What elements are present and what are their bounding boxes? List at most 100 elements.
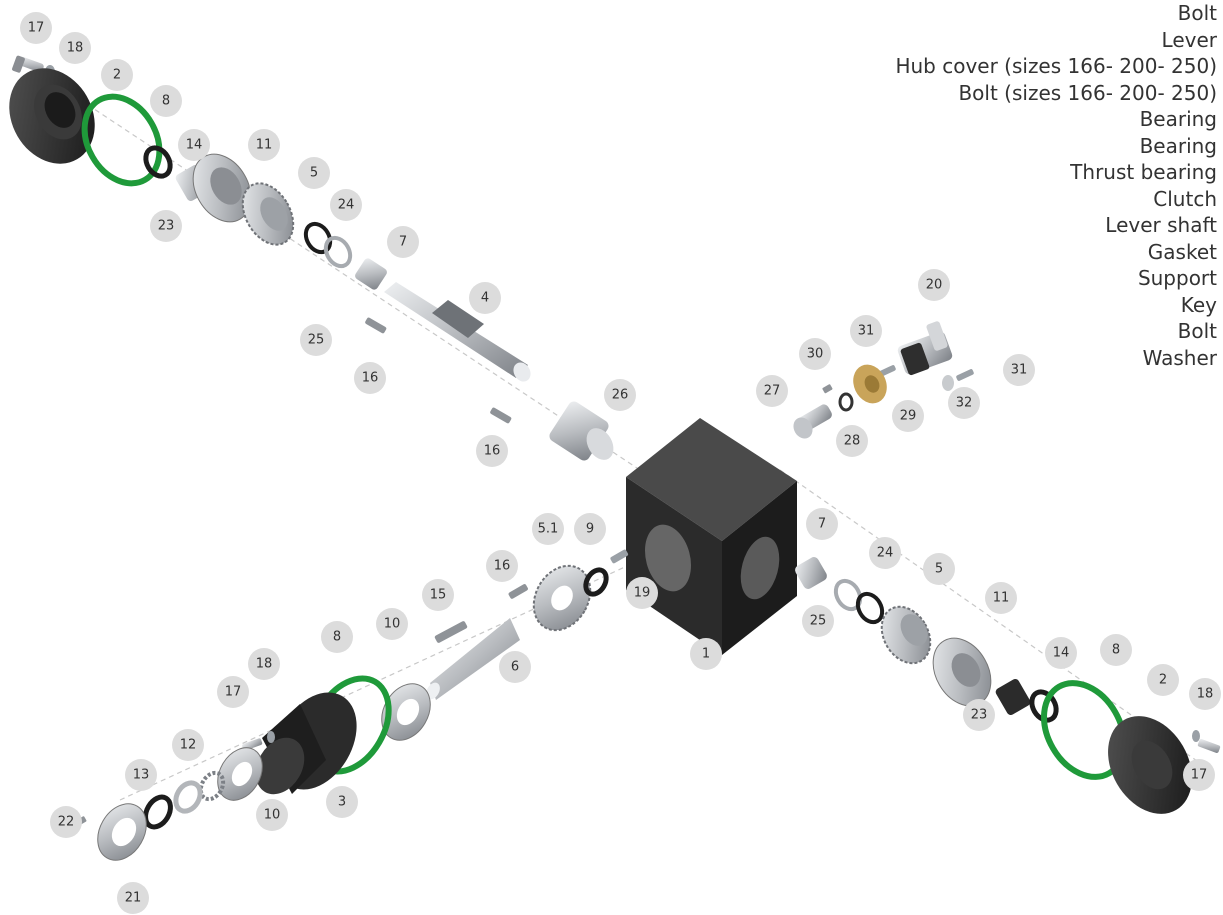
svg-text:20: 20 [926,278,943,293]
svg-text:18: 18 [67,41,84,56]
callout: 31 [850,315,882,347]
callout: 18 [248,648,280,680]
legend-item: Support [1137,266,1217,290]
svg-text:25: 25 [308,333,325,348]
lever-shaft-27 [793,404,832,439]
legend-item: Bolt [1177,319,1217,343]
svg-text:7: 7 [399,235,407,250]
ring-nut-12 [173,780,203,814]
gasket-8-upper [81,93,163,187]
callout: 8 [1100,634,1132,666]
housing-1 [626,418,797,655]
svg-text:22: 22 [58,815,75,830]
key-15 [434,621,468,643]
svg-text:31: 31 [1011,363,1028,378]
legend-item: Bolt (sizes 166- 200- 250) [958,80,1217,105]
callout: 6 [499,651,531,683]
callout: 17 [20,12,52,44]
legend-item: Hub cover (sizes 166- 200- 250) [895,54,1217,78]
svg-text:27: 27 [764,384,781,399]
clutch-26 [549,401,614,461]
legend-item: Bolt [1177,1,1217,25]
svg-text:13: 13 [133,768,150,783]
callout: 18 [1189,678,1221,710]
callout: 21 [117,882,149,914]
svg-text:29: 29 [900,409,917,424]
bevel-gear-5-upper [241,182,295,246]
callout: 5 [923,553,955,585]
callout: 17 [1183,759,1215,791]
callout: 23 [963,699,995,731]
key-16-upper-a [365,317,387,334]
bearing-10-lower [217,747,263,801]
callout: 25 [300,324,332,356]
svg-text:25: 25 [810,614,827,629]
parts-legend: Bolt Lever Hub cover (sizes 166- 200- 25… [895,0,1217,371]
callout: 2 [101,59,133,91]
svg-text:4: 4 [481,291,489,306]
svg-text:1: 1 [702,647,710,662]
svg-text:7: 7 [818,517,826,532]
callout: 10 [376,608,408,640]
callout: 18 [59,32,91,64]
shaft-4 [384,282,531,382]
washer-18-lower-left [267,731,275,743]
bushing-7-lower [795,557,827,589]
callout: 25 [802,605,834,637]
svg-text:6: 6 [511,660,519,675]
callout: 7 [387,226,419,258]
svg-text:32: 32 [956,396,973,411]
svg-text:19: 19 [634,586,651,601]
callout: 11 [985,582,1017,614]
svg-text:3: 3 [338,795,346,810]
svg-text:10: 10 [264,808,281,823]
svg-text:24: 24 [877,546,894,561]
legend-item: Thrust bearing [1070,160,1217,184]
legend-item: Clutch [1153,186,1217,211]
bevel-gear-5-lower [880,605,932,665]
callout: 28 [836,425,868,457]
svg-text:10: 10 [384,617,401,632]
svg-text:23: 23 [158,219,175,234]
svg-text:17: 17 [1191,768,1208,783]
callout: 26 [604,379,636,411]
seal-14-lower [1029,689,1059,723]
callout: 16 [486,550,518,582]
legend-item: Gasket [1147,239,1217,264]
legend-item: Lever [1161,27,1217,52]
callout: 8 [321,621,353,653]
callout: 20 [918,269,950,301]
support-29 [853,364,887,404]
seal-13 [143,794,173,830]
callout: 24 [330,189,362,221]
svg-text:5: 5 [935,562,943,577]
svg-text:30: 30 [807,347,824,362]
callout: 10 [256,799,288,831]
svg-text:8: 8 [333,630,341,645]
svg-text:16: 16 [362,371,379,386]
callouts: 17 18 2 8 14 11 23 5 24 7 25 4 16 16 26 … [20,12,1221,914]
svg-text:21: 21 [125,891,142,906]
callout: 14 [178,129,210,161]
callout: 15 [422,579,454,611]
key-16-upper-b [490,407,512,424]
callout: 32 [948,387,980,419]
svg-text:2: 2 [1159,673,1167,688]
washer-25-upper [323,235,353,269]
svg-text:11: 11 [993,591,1010,606]
legend-item: Washer [1142,345,1217,370]
bolt-31-right [956,369,974,381]
svg-text:8: 8 [162,94,170,109]
ring-24-lower [855,591,885,625]
bearing-23-lower [995,678,1031,716]
callout: 1 [690,638,722,670]
callout: 30 [799,338,831,370]
callout: 17 [217,676,249,708]
washer-25-lower [833,578,863,612]
callout: 19 [626,577,658,609]
ring-28 [838,392,854,412]
callout: 31 [1003,354,1035,386]
svg-text:28: 28 [844,434,861,449]
svg-text:5: 5 [310,166,318,181]
legend-item: Lever shaft [1105,213,1217,237]
